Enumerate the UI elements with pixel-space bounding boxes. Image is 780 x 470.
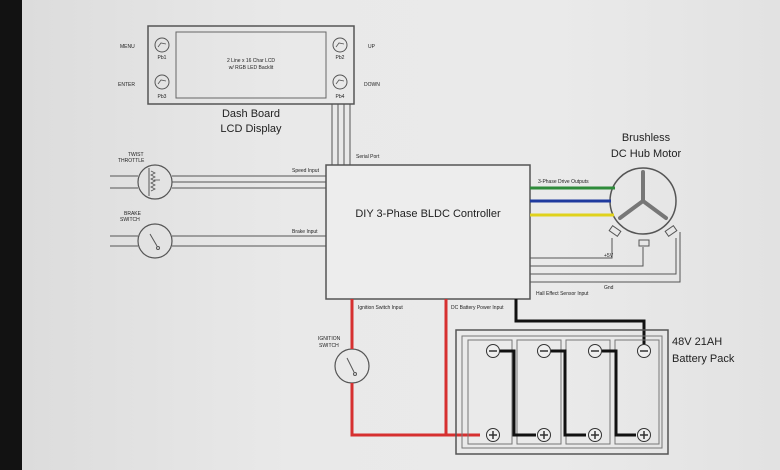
throttle-label-line1: TWIST — [128, 152, 144, 158]
label-ignition-input: Ignition Switch Input — [358, 305, 403, 311]
terminal-minus-1 — [486, 344, 500, 358]
terminal-minus-4 — [637, 344, 651, 358]
label-enter: ENTER — [118, 82, 135, 88]
brake-label-line2: SWITCH — [120, 217, 140, 223]
motor-title-line1: Brushless — [622, 132, 671, 144]
dashboard-outline — [147, 25, 355, 105]
pushbutton-enter: Pb3 — [154, 74, 170, 100]
pushbutton-up: Pb2 — [332, 37, 348, 61]
battery-pack — [455, 329, 669, 455]
label-gnd: Gnd — [604, 285, 614, 291]
pushbutton-menu-tag: Pb1 — [158, 55, 167, 61]
controller-title: DIY 3-Phase BLDC Controller — [355, 208, 501, 220]
dashboard-unit: 2 Line x 16 Char LCD w/ RGB LED Backlit … — [118, 25, 380, 135]
throttle-label-line2: THROTTLE — [118, 158, 145, 164]
battery-title-line1: 48V 21AH — [672, 336, 722, 348]
label-serial-port: Serial Port — [356, 154, 380, 160]
label-brake-input: Brake Input — [292, 229, 318, 235]
battery-terminals — [486, 344, 651, 442]
bldc-controller-box — [325, 164, 531, 300]
dashboard-title-line2: LCD Display — [220, 123, 282, 135]
ignition-label-line2: SWITCH — [319, 343, 339, 349]
lcd-screen — [175, 31, 327, 99]
hall-sensor-wires — [530, 232, 681, 283]
label-dc-power-input: DC Battery Power Input — [451, 305, 504, 311]
label-drive-outputs: 3-Phase Drive Outputs — [538, 179, 589, 185]
ignition-label-line1: IGNITION — [318, 336, 341, 342]
battery-title-line2: Battery Pack — [672, 353, 735, 365]
dashboard-title-line1: Dash Board — [222, 108, 280, 120]
ignition-switch: IGNITION SWITCH — [318, 336, 370, 384]
hub-motor: Brushless DC Hub Motor — [608, 132, 682, 247]
label-5v: +5V — [604, 253, 614, 259]
black-wire-negative — [514, 299, 646, 344]
terminal-plus-3 — [588, 428, 602, 442]
label-hall-input: Hall Effect Sensor Input — [536, 291, 589, 297]
terminal-plus-2 — [537, 428, 551, 442]
pushbutton-enter-tag: Pb3 — [158, 94, 167, 100]
phase-wires — [530, 186, 615, 217]
label-menu: MENU — [120, 44, 135, 50]
terminal-minus-2 — [537, 344, 551, 358]
label-up: UP — [368, 44, 376, 50]
brake-label-line1: BRAKE — [124, 211, 142, 217]
brake-wires — [110, 235, 326, 247]
label-speed-input: Speed Input — [292, 168, 320, 174]
red-wire-ignition-bottom — [350, 383, 480, 437]
battery-interconnects — [500, 349, 636, 437]
lcd-text-line2: w/ RGB LED Backlit — [229, 65, 274, 71]
label-down: DOWN — [364, 82, 380, 88]
serial-cable — [331, 104, 351, 165]
brake-switch: BRAKE SWITCH — [120, 211, 173, 259]
pushbutton-down-tag: Pb4 — [336, 94, 345, 100]
terminal-plus-4 — [637, 428, 651, 442]
throttle-wires — [110, 175, 326, 189]
pushbutton-up-tag: Pb2 — [336, 55, 345, 61]
red-power-wires — [350, 299, 480, 437]
pushbutton-down: Pb4 — [332, 74, 348, 100]
battery-outer — [455, 329, 669, 455]
pushbutton-menu: Pb1 — [154, 37, 170, 61]
motor-title-line2: DC Hub Motor — [611, 148, 682, 160]
terminal-plus-1 — [486, 428, 500, 442]
terminal-minus-3 — [588, 344, 602, 358]
monitor-bezel — [0, 0, 22, 470]
lcd-text-line1: 2 Line x 16 Char LCD — [227, 58, 275, 64]
